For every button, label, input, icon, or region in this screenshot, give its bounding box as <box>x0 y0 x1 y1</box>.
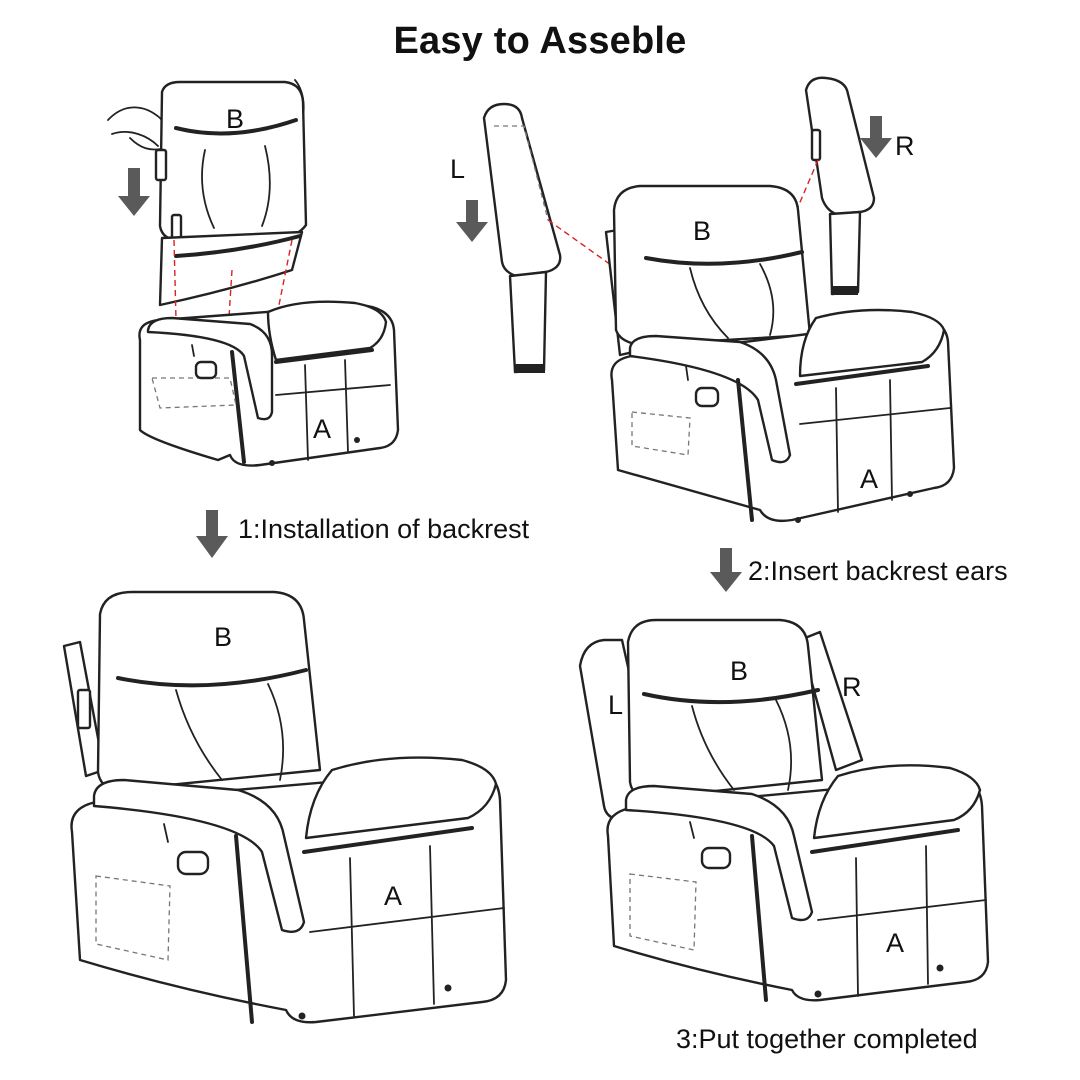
label-seat-a-step2: A <box>860 464 878 494</box>
left-ear-floating <box>482 102 562 278</box>
step-2-down-arrow-icon <box>710 548 742 592</box>
step-1-illustration <box>107 79 400 467</box>
label-left-ear-result2: L <box>608 690 623 720</box>
page-title: Easy to Asseble <box>393 20 687 62</box>
step-1-caption: 1:Installation of backrest <box>238 514 530 544</box>
step-2-caption: 2:Insert backrest ears <box>748 556 1008 586</box>
step-2-illustration <box>456 76 956 523</box>
label-backrest-b-result2: B <box>730 656 748 686</box>
recline-button-icon <box>194 360 218 380</box>
assembled-chair-complete <box>578 618 990 1002</box>
label-seat-a-step1: A <box>313 414 331 444</box>
backrest-b-result-2 <box>626 618 824 800</box>
label-right-ear-step2: R <box>895 131 915 161</box>
right-ear-installed <box>798 630 864 772</box>
label-backrest-b-result1: B <box>214 622 232 652</box>
label-right-ear-result2: R <box>842 672 862 702</box>
label-backrest-b-step1: B <box>226 104 244 134</box>
label-seat-a-result1: A <box>384 881 402 911</box>
step-1-down-arrow-icon <box>196 510 228 558</box>
backrest-b-result-1 <box>96 590 322 792</box>
assembled-chair-step-1 <box>62 590 508 1024</box>
down-arrow-icon <box>118 168 150 216</box>
right-ear-down-arrow-icon <box>860 116 892 158</box>
left-hand-icon <box>107 106 170 151</box>
left-ear-down-arrow-icon <box>456 200 488 242</box>
step-3-caption: 3:Put together completed <box>676 1024 978 1054</box>
label-backrest-b-step2: B <box>693 216 711 246</box>
label-left-ear-step2: L <box>450 154 465 184</box>
right-ear-floating <box>804 76 876 216</box>
label-seat-a-result2: A <box>886 928 904 958</box>
backrest-slot-left <box>154 148 168 182</box>
